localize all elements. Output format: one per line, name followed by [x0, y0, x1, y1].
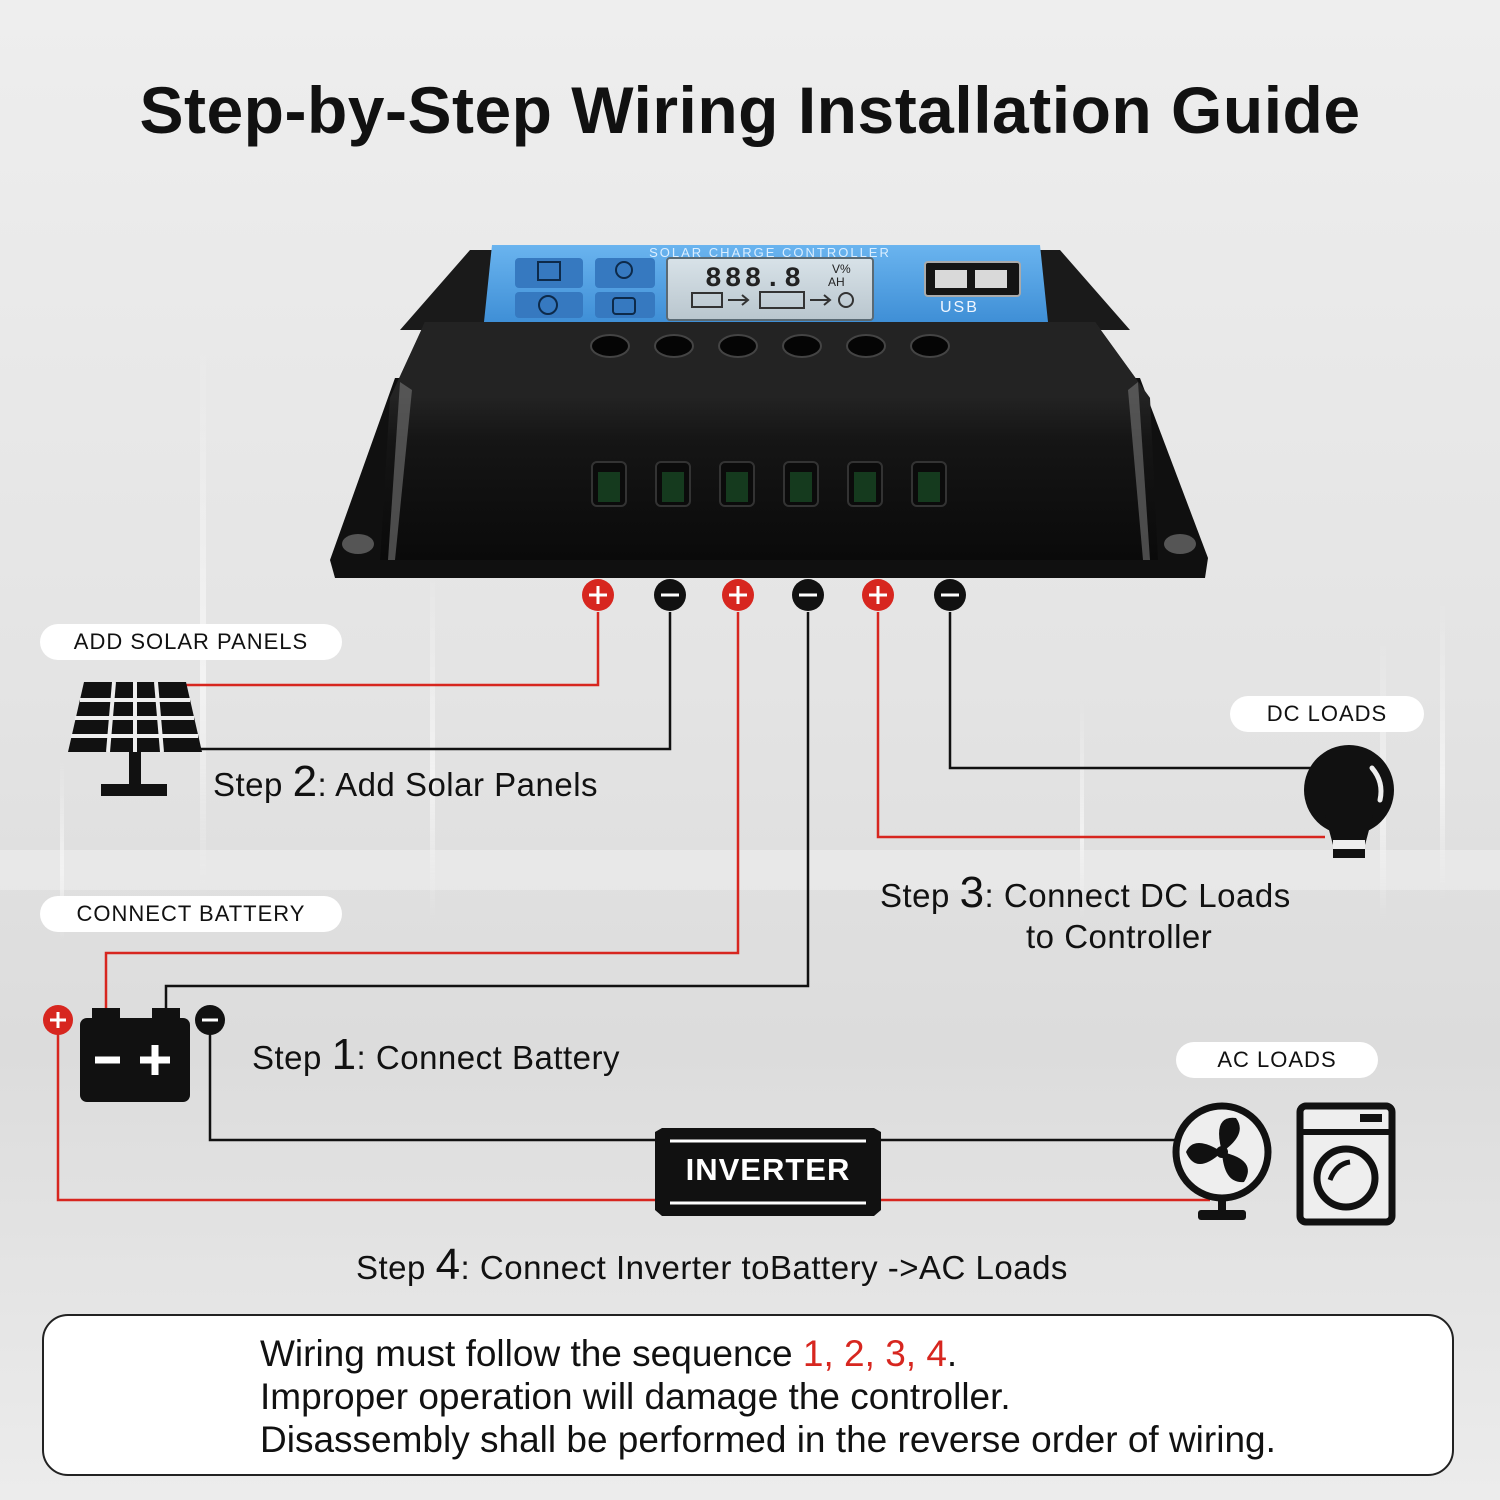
step-4-number: 4	[435, 1240, 461, 1289]
minus-icon	[654, 579, 686, 611]
warning-line-2: Improper operation will damage the contr…	[260, 1376, 1011, 1417]
battery-icon	[80, 1008, 190, 1102]
lcd-unit-top: V%	[832, 262, 851, 276]
label-add-solar-panels: ADD SOLAR PANELS	[40, 624, 342, 660]
step-2-text: Step 2: Add Solar Panels	[213, 757, 598, 807]
warning-text: Wiring must follow the sequence 1, 2, 3,…	[260, 1332, 1276, 1461]
step-4-description: : Connect Inverter toBattery ->AC Loads	[460, 1249, 1068, 1286]
wire-inverter-negative	[208, 1034, 655, 1142]
warning-line-1: Wiring must follow the sequence 1, 2, 3,…	[260, 1332, 1276, 1375]
step-3-prefix: Step	[880, 877, 960, 914]
step-4-prefix: Step	[356, 1249, 436, 1286]
warning-box: Wiring must follow the sequence 1, 2, 3,…	[42, 1314, 1454, 1476]
mounting-hole-right	[1164, 534, 1196, 554]
minus-icon	[792, 579, 824, 611]
wire-battery-positive	[104, 612, 740, 1008]
terminal-polarity-markers	[582, 579, 966, 611]
usb-label: USB	[940, 299, 979, 316]
warning-line-1-prefix: Wiring must follow the sequence	[260, 1333, 803, 1374]
step-3-description: : Connect DC Loads	[984, 877, 1291, 914]
plus-icon	[582, 579, 614, 611]
step-3-text-line2: to Controller	[1026, 918, 1213, 955]
step-2-number: 2	[292, 757, 318, 806]
light-bulb-icon	[1304, 745, 1394, 858]
wire-load-negative	[948, 612, 1315, 770]
step-1-number: 1	[331, 1030, 357, 1079]
fan-icon	[1172, 1102, 1272, 1220]
controller-lcd-screen	[666, 257, 874, 321]
wire-battery-negative	[164, 612, 810, 1008]
terminal-slots	[591, 461, 947, 507]
warning-sequence: 1, 2, 3, 4	[802, 1333, 947, 1374]
minus-icon	[934, 579, 966, 611]
plus-icon	[722, 579, 754, 611]
wire-solar-positive	[185, 612, 600, 687]
step-2-prefix: Step	[213, 766, 293, 803]
label-connect-battery: CONNECT BATTERY	[40, 896, 342, 932]
step-4-text: Step 4: Connect Inverter toBattery ->AC …	[356, 1240, 1068, 1290]
background-light-streaks	[0, 340, 1500, 940]
plus-icon	[862, 579, 894, 611]
washing-machine-icon	[1296, 1102, 1396, 1226]
label-dc-loads: DC LOADS	[1230, 696, 1424, 732]
lcd-digits: 888.8	[705, 264, 804, 295]
inverter-box	[655, 1128, 881, 1216]
minus-icon	[195, 1005, 225, 1035]
step-1-prefix: Step	[252, 1039, 332, 1076]
terminal-screws	[590, 334, 950, 358]
plus-icon	[43, 1005, 73, 1035]
controller-face-label: SOLAR CHARGE CONTROLLER	[649, 245, 891, 260]
wire-solar-negative	[200, 612, 672, 751]
step-3-number: 3	[959, 868, 985, 917]
inverter-label: INVERTER	[685, 1152, 851, 1187]
lcd-unit-bottom: AH	[828, 275, 845, 289]
wire-load-positive	[876, 612, 1325, 839]
wires	[56, 612, 1325, 1202]
label-ac-loads: AC LOADS	[1176, 1042, 1378, 1078]
solar-charge-controller: SOLAR CHARGE CONTROLLER 888.8 V% AH USB	[330, 245, 1208, 578]
step-1-description: : Connect Battery	[356, 1039, 621, 1076]
step-3-text: Step 3: Connect DC Loads	[880, 868, 1291, 918]
step-2-description: : Add Solar Panels	[317, 766, 599, 803]
warning-line-1-suffix: .	[946, 1333, 958, 1374]
mounting-hole-left	[342, 534, 374, 554]
step-1-text: Step 1: Connect Battery	[252, 1030, 620, 1080]
wire-inverter-positive	[56, 1034, 655, 1202]
solar-panel-icon	[68, 681, 202, 796]
warning-line-3: Disassembly shall be performed in the re…	[260, 1419, 1276, 1460]
page-title: Step-by-Step Wiring Installation Guide	[139, 73, 1361, 147]
